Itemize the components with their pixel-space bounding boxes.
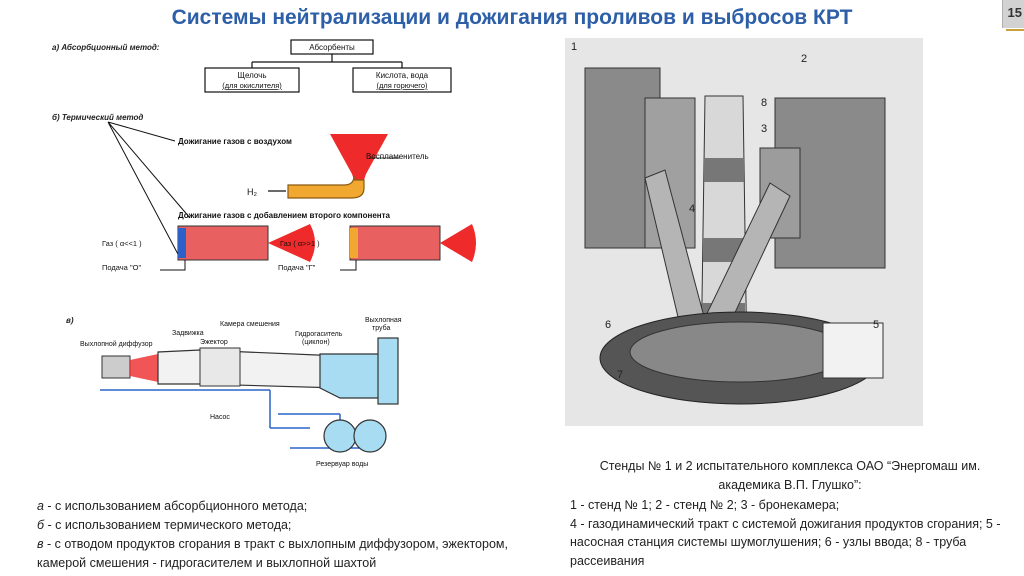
caption-a-text: - с использованием абсорбционного метода…	[43, 499, 308, 513]
title-accent-rule	[1006, 29, 1024, 31]
burner-right-flame	[440, 224, 476, 262]
exhaust-pipe-label-2: труба	[372, 324, 390, 332]
ejector-label: Эжектор	[200, 339, 228, 346]
water-lines	[100, 389, 370, 449]
alkali-sub: (для окислителя)	[222, 81, 282, 90]
feed-right-pipe	[340, 260, 357, 271]
caption-b: б - с использованием термического метода…	[37, 516, 557, 535]
valve-label: Задвижка	[172, 330, 204, 337]
schemes-diagram: а) Абсорбционный метод: Абсорбенты Щелоч…	[52, 39, 476, 468]
gas-left-label: Газ ( α<<1 )	[102, 239, 142, 248]
acid-box	[352, 67, 452, 93]
burner-left-body	[177, 225, 269, 261]
acid-label: Кислота, вода	[376, 71, 429, 80]
slide-title: Системы нейтрализации и дожигания пролив…	[171, 6, 853, 29]
plant-caption: Стенды № 1 и 2 испытательного комплекса …	[570, 457, 1010, 570]
plant-caption-line-2: 4 - газодинамический тракт с системой до…	[570, 516, 1001, 568]
caption-c-letter: в	[37, 537, 44, 551]
pump-station	[822, 322, 884, 379]
air-burn-label: Дожигание газов с воздухом	[178, 137, 292, 146]
burner-right-body	[349, 225, 441, 261]
ring-base-inner	[629, 321, 851, 383]
caption-c-text: - с отводом продуктов сгорания в тракт с…	[37, 537, 508, 570]
reservoir-left	[323, 419, 357, 453]
plant-caption-heading: Стенды № 1 и 2 испытательного комплекса …	[599, 459, 981, 492]
callout-6: 6	[605, 319, 611, 331]
h2-label: Н₂	[247, 187, 257, 197]
plant-caption-line-1: 1 - стенд № 1; 2 - стенд № 2; 3 - бронек…	[570, 498, 840, 512]
gas-tract	[157, 349, 341, 389]
alkali-box	[204, 67, 300, 93]
scheme-c-label: в)	[66, 316, 74, 325]
caption-b-letter: б	[37, 518, 45, 532]
exhaust-pipe	[377, 337, 399, 405]
burner-left-nozzle	[178, 228, 186, 258]
pump-label: Насос	[210, 414, 230, 421]
callout-2: 2	[801, 53, 807, 65]
callout-7: 7	[617, 369, 623, 381]
caption-a-letter: а	[37, 499, 44, 513]
test-complex-illustration: 1 2 8 3 4 5 6 7	[565, 38, 923, 426]
mixing-chamber-label: Камера смешения	[220, 321, 280, 328]
reservoir-label: Резервуар воды	[316, 461, 368, 468]
callout-1: 1	[571, 41, 577, 53]
caption-c: в - с отводом продуктов сгорания в тракт…	[37, 535, 557, 573]
engine-body	[101, 355, 131, 379]
damper-label-2: (циклон)	[302, 339, 330, 346]
scheme-b-label: б) Термический метод	[52, 113, 143, 122]
exhaust-pipe-label-1: Выхлопная	[365, 317, 402, 324]
caption-b-text: - с использованием термического метода;	[44, 518, 292, 532]
alkali-label: Щелочь	[237, 71, 266, 80]
callout-8: 8	[761, 97, 767, 109]
ejector-block	[199, 347, 241, 387]
damper-tank	[319, 353, 381, 399]
scattering-pipe-band-1	[704, 158, 744, 182]
reservoir-right	[353, 419, 387, 453]
feed-right-label: Подача "Г"	[278, 263, 316, 272]
callout-5: 5	[873, 319, 879, 331]
second-component-label: Дожигание газов с добавлением второго ко…	[178, 211, 391, 220]
schemes-caption: а - с использованием абсорбционного мето…	[37, 497, 557, 573]
page-number-badge: 15	[1002, 0, 1024, 28]
igniter-label: Воспламенитель	[366, 152, 429, 161]
flame-funnel	[330, 134, 388, 180]
elbow-duct	[287, 175, 365, 199]
damper-label-1: Гидрогаситель	[295, 331, 343, 338]
scheme-b-leader-lines	[107, 121, 191, 259]
callout-3: 3	[761, 123, 767, 135]
feed-left-pipe	[160, 260, 186, 271]
absorbents-label: Абсорбенты	[309, 43, 355, 52]
engine-flame	[130, 354, 158, 382]
acid-sub: (для горючего)	[376, 81, 428, 90]
exhaust-diffuser-label: Выхлопной диффузор	[80, 340, 153, 348]
scheme-a-label: а) Абсорбционный метод:	[52, 43, 160, 52]
burner-left-flame	[268, 224, 315, 262]
gas-right-label: Газ ( α>>1 )	[280, 239, 320, 248]
absorbents-branch	[251, 54, 403, 68]
caption-a: а - с использованием абсорбционного мето…	[37, 497, 557, 516]
feed-left-label: Подача "О"	[102, 263, 141, 272]
burner-right-nozzle	[350, 228, 358, 258]
callout-4: 4	[689, 203, 695, 215]
